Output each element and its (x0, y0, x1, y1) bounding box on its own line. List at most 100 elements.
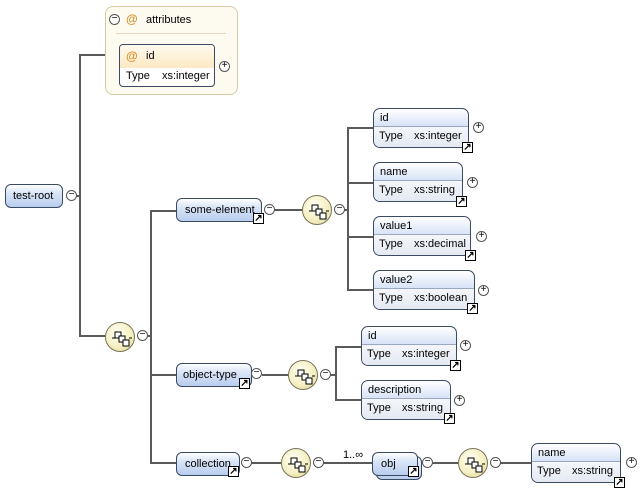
reference-icon: ↗ (467, 303, 478, 314)
connector (347, 210, 373, 238)
type-label: Type (367, 402, 391, 414)
connector (141, 210, 176, 337)
sequence-icon (112, 331, 132, 347)
collapse-icon[interactable]: − (137, 330, 148, 341)
expand-icon[interactable]: + (219, 61, 230, 72)
reference-icon: ↗ (228, 466, 239, 477)
child-element-value1[interactable]: value1 Type xs:decimal (373, 216, 471, 256)
divider (116, 33, 226, 34)
sequence-compositor-icon[interactable] (302, 195, 332, 225)
type-label: Type (367, 348, 391, 360)
expand-icon[interactable]: + (478, 285, 489, 296)
type-label: Type (379, 184, 403, 196)
element-name: id (380, 112, 389, 124)
collapse-icon[interactable]: − (251, 368, 262, 379)
element-name: id (368, 330, 377, 342)
connector (150, 336, 176, 376)
type-label: Type (537, 465, 561, 477)
sequence-compositor-icon[interactable] (281, 448, 311, 478)
expand-icon[interactable]: + (467, 177, 478, 188)
connector (347, 182, 373, 210)
reference-icon: ↗ (456, 196, 467, 207)
type-label: Type (379, 292, 403, 304)
expand-icon[interactable]: + (473, 122, 484, 133)
element-name: value2 (380, 274, 413, 286)
expand-icon[interactable]: + (454, 395, 465, 406)
type-label: Type (126, 70, 150, 82)
expand-icon[interactable]: + (460, 340, 471, 351)
element-name: description (368, 384, 422, 396)
reference-icon: ↗ (239, 378, 250, 389)
element-name: name (380, 166, 408, 178)
collapse-icon[interactable]: − (241, 457, 252, 468)
type-row: Type xs:boolean (374, 288, 474, 309)
attribute-name-row: @ id (120, 45, 214, 68)
sequence-icon (295, 369, 315, 385)
child-element-name[interactable]: name Type xs:string (531, 443, 621, 483)
child-element-description[interactable]: description Type xs:string (361, 380, 451, 420)
root-element[interactable]: test-root (5, 184, 63, 208)
reference-icon: ↗ (408, 466, 419, 477)
sequence-compositor-icon[interactable] (105, 322, 135, 352)
child-element-id[interactable]: id Type xs:integer (373, 108, 469, 148)
obj-node[interactable]: obj (372, 452, 418, 476)
collapse-icon[interactable]: − (334, 204, 345, 215)
type-value: xs:integer (402, 348, 450, 360)
reference-icon: ↗ (253, 213, 264, 224)
type-row: Type xs:string (532, 461, 620, 482)
expand-icon[interactable]: + (626, 457, 637, 468)
connector (341, 127, 373, 211)
type-value: xs:string (572, 465, 613, 477)
type-row: Type xs:string (374, 180, 462, 201)
sequence-icon (465, 457, 485, 473)
collapse-icon[interactable]: − (320, 369, 331, 380)
expand-icon[interactable]: + (476, 231, 487, 242)
connector (347, 210, 373, 291)
type-value: xs:integer (162, 70, 210, 82)
attribute-icon: @ (126, 49, 138, 63)
type-value: xs:string (402, 402, 443, 414)
type-row: Type xs:decimal (374, 234, 470, 255)
reference-icon: ↗ (465, 250, 476, 261)
reference-icon: ↗ (462, 142, 473, 153)
element-name: name (538, 447, 566, 459)
sequence-compositor-icon[interactable] (288, 360, 318, 390)
sequence-compositor-icon[interactable] (458, 448, 488, 478)
type-value: xs:integer (414, 130, 462, 142)
connector (72, 54, 105, 197)
attributes-group: − @ attributes @ id Type xs:integer (105, 6, 238, 95)
collapse-icon[interactable]: − (490, 457, 501, 468)
sequence-icon (309, 204, 329, 220)
connector (325, 346, 361, 376)
child-element-name[interactable]: name Type xs:string (373, 162, 463, 202)
collapse-icon[interactable]: − (422, 457, 433, 468)
collapse-icon[interactable]: − (66, 190, 77, 201)
type-value: xs:string (414, 184, 455, 196)
object-type-name: object-type (183, 369, 237, 381)
reference-icon: ↗ (444, 413, 455, 424)
connector (79, 196, 105, 337)
attribute-name: id (146, 50, 155, 62)
collection-name: collection (185, 458, 231, 470)
child-element-id[interactable]: id Type xs:integer (361, 326, 457, 366)
type-row: Type xs:string (362, 398, 450, 419)
root-element-name: test-root (13, 190, 54, 202)
some-element-node[interactable]: some-element (176, 198, 262, 222)
connector (335, 375, 361, 401)
type-row: Type xs:integer (362, 344, 456, 365)
element-name: value1 (380, 220, 413, 232)
type-label: Type (379, 238, 403, 250)
type-value: xs:boolean (414, 292, 468, 304)
collapse-icon[interactable]: − (264, 204, 275, 215)
child-element-value2[interactable]: value2 Type xs:boolean (373, 270, 475, 310)
collapse-icon[interactable]: − (109, 14, 120, 25)
collapse-icon[interactable]: − (313, 457, 324, 468)
attributes-label: attributes (146, 14, 192, 26)
attribute-id[interactable]: @ id Type xs:integer (119, 44, 215, 87)
type-label: Type (379, 130, 403, 142)
some-element-name: some-element (185, 204, 255, 216)
reference-icon: ↗ (614, 477, 625, 488)
attribute-icon: @ (126, 12, 138, 26)
